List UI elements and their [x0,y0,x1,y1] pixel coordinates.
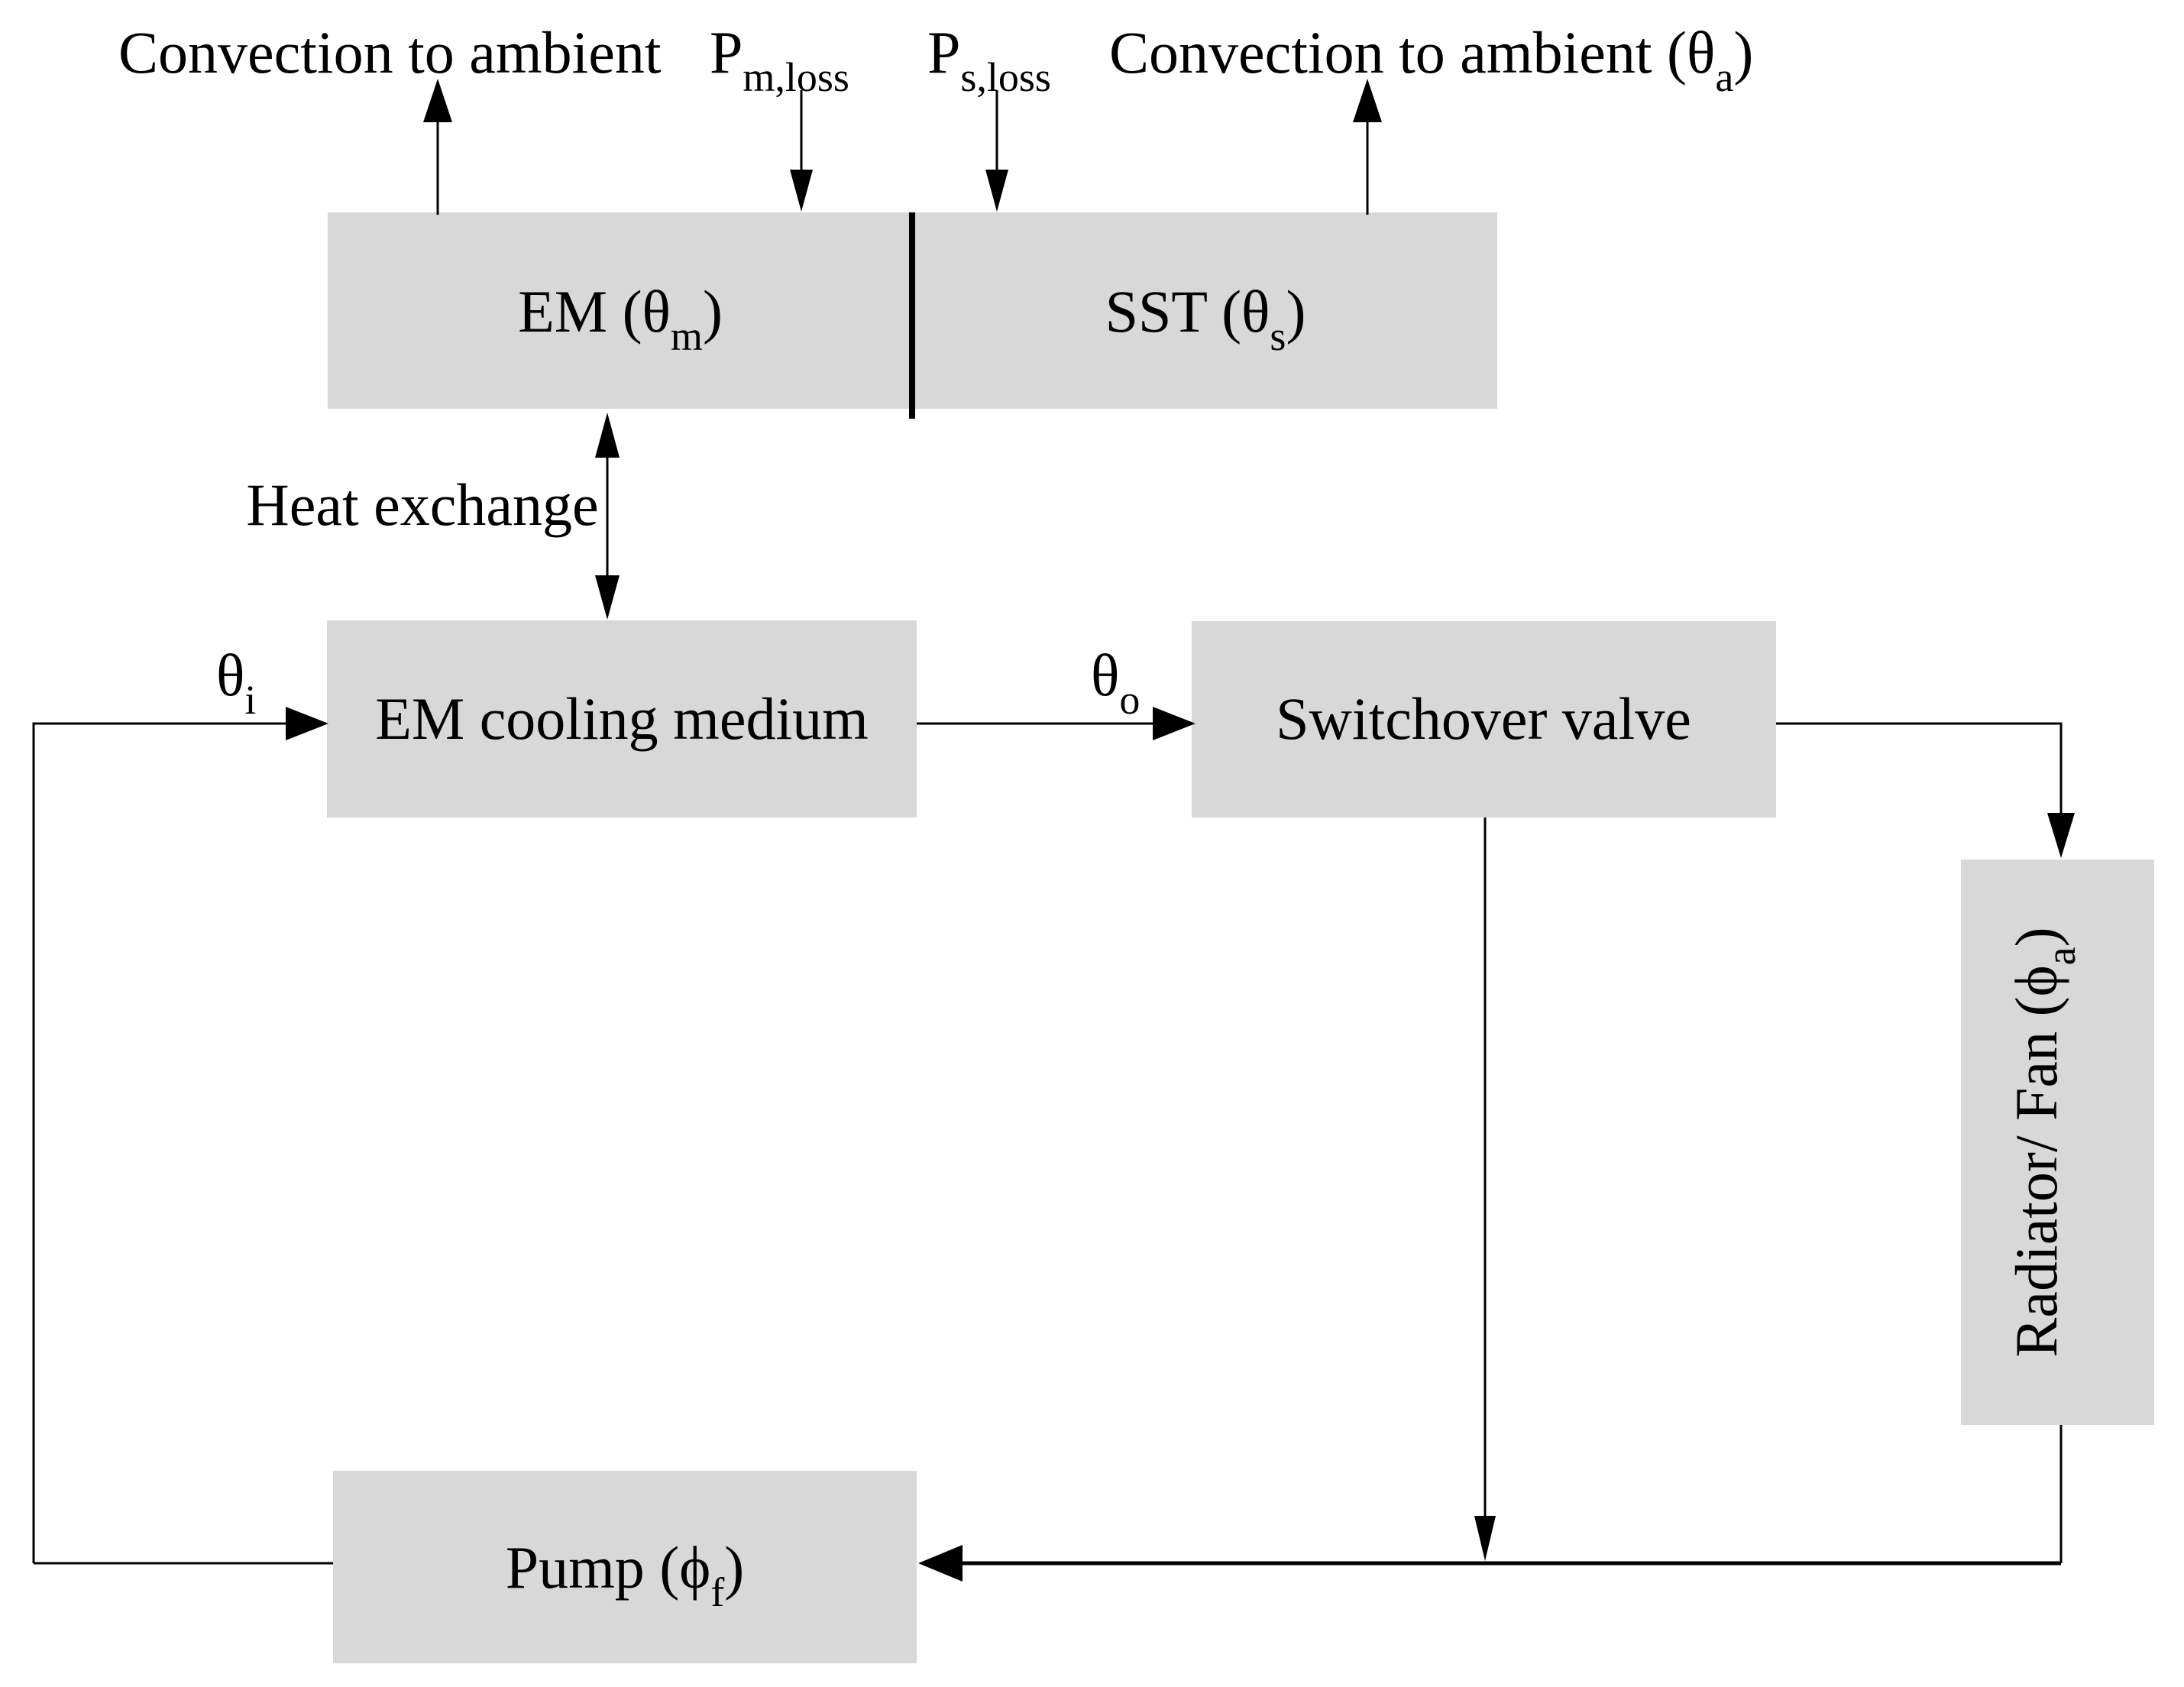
label-theta-outlet: θo [1091,642,1140,723]
block-radiator-fan [1961,860,2154,1425]
label-radiator-fan: Radiator/ Fan (ϕa) [2003,927,2084,1357]
label-ps-loss: Ps,loss [927,19,1051,100]
block-em-cooling-medium [327,620,917,818]
block-pump [333,1471,917,1663]
label-switchover-valve: Switchover valve [1276,685,1691,752]
arrow-valve-to-radiator [1776,722,2075,858]
label-em-cooling-medium: EM cooling medium [375,685,869,752]
arrow-em-convection-up [423,79,452,215]
label-pm-loss: Pm,loss [710,19,849,100]
arrow-pm-loss-down [790,90,813,212]
label-theta-inlet: θi [216,642,256,723]
arrow-sst-convection-up [1353,79,1382,215]
label-sst: SST (θs) [1105,278,1306,359]
arrow-valve-bypass-down [1474,818,1496,1561]
label-convection-left: Convection to ambient [118,19,662,86]
label-heat-exchange: Heat exchange [246,471,598,538]
label-convection-right: Convection to ambient (θa) [1109,19,1753,100]
block-switchover-valve [1192,621,1776,818]
label-pump: Pump (ϕf) [506,1534,745,1615]
arrow-pump-to-cooling-inlet [32,707,333,1565]
arrow-heat-exchange-bidirectional [595,413,620,620]
label-em: EM (θm) [518,278,723,359]
arrow-radiator-to-pump [918,1425,2063,1582]
arrow-cooling-to-valve [917,707,1196,740]
arrow-ps-loss-down [985,90,1008,212]
